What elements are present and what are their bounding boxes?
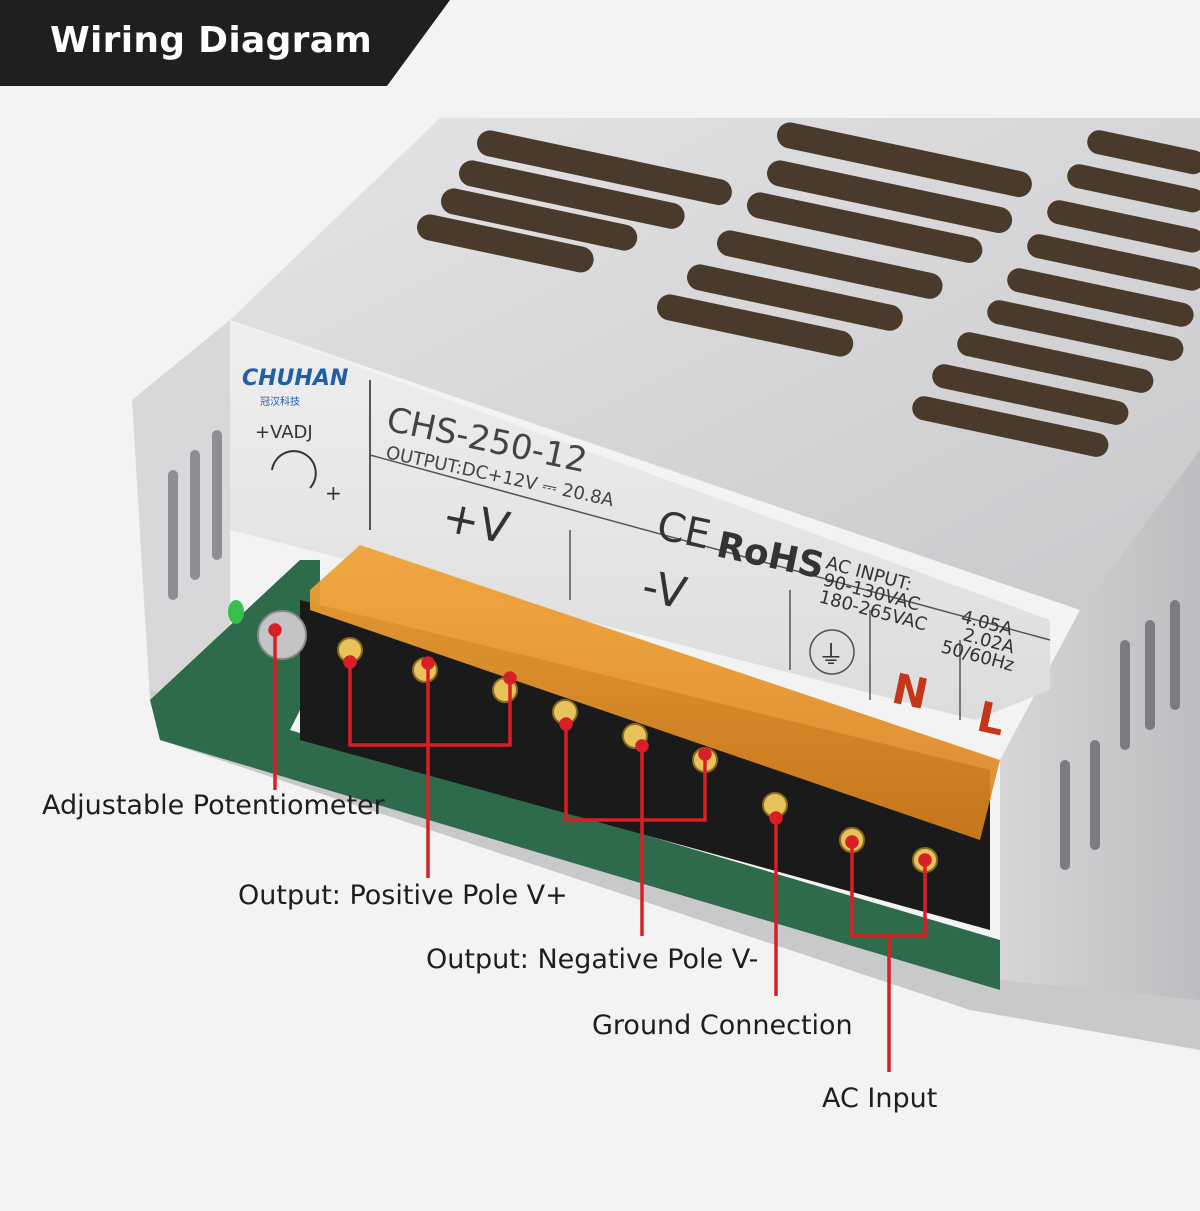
callout-ground: Ground Connection bbox=[592, 1010, 853, 1041]
callout-ac-input: AC Input bbox=[822, 1083, 938, 1114]
terminal-block bbox=[300, 600, 990, 930]
brand-logo-text: CHUHAN bbox=[242, 366, 348, 391]
ce-mark: CE bbox=[653, 503, 715, 559]
led-indicator bbox=[228, 600, 244, 624]
title-banner bbox=[0, 0, 450, 86]
psu-label-text: CHUHAN 冠汉科技 +VADJ + CHS-250-12 OUTPUT:DC… bbox=[242, 366, 1017, 745]
ground-symbol-icon: ⏚ bbox=[818, 641, 844, 671]
callout-positive-pole: Output: Positive Pole V+ bbox=[238, 880, 568, 911]
callout-negative-pole: Output: Negative Pole V- bbox=[426, 944, 759, 975]
case-side-left bbox=[132, 320, 230, 700]
case-side-right bbox=[1000, 450, 1200, 1000]
adjust-arrow-icon bbox=[271, 450, 317, 489]
label-panel bbox=[230, 320, 1050, 720]
vent-slots bbox=[417, 122, 1200, 457]
potentiometer-knob bbox=[257, 610, 307, 660]
callout-potentiometer: Adjustable Potentiometer bbox=[42, 790, 385, 821]
leader-lines bbox=[268, 623, 932, 1072]
circuit-board bbox=[150, 560, 1000, 990]
page-title: Wiring Diagram bbox=[50, 20, 373, 61]
brand-sub-text: 冠汉科技 bbox=[260, 395, 300, 408]
adjust-plus: + bbox=[325, 481, 342, 505]
side-vents bbox=[1060, 600, 1180, 870]
adjust-label: +VADJ bbox=[255, 422, 313, 443]
terminal-label-negative: -V bbox=[638, 561, 691, 620]
terminal-cover bbox=[310, 545, 1000, 840]
